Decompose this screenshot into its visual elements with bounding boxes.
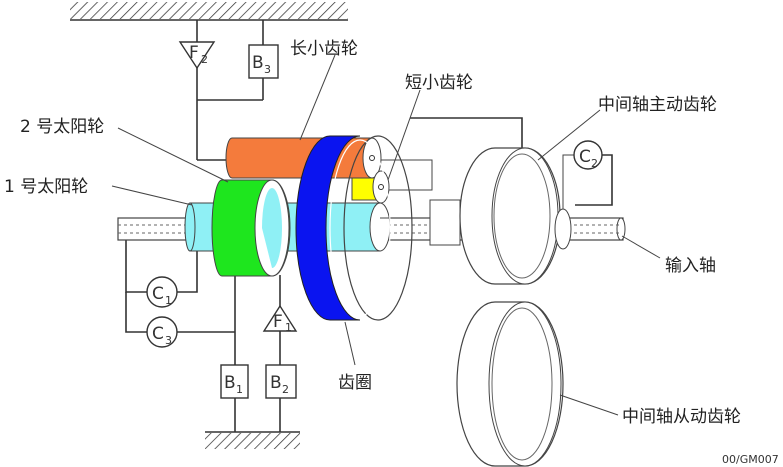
f2-b3-linkage (196, 20, 264, 161)
svg-text:3: 3 (165, 334, 172, 347)
svg-text:B: B (224, 373, 236, 393)
bottom-ground (205, 431, 300, 449)
svg-text:C: C (152, 324, 164, 344)
svg-text:C: C (152, 284, 164, 304)
f2-one-way-clutch: F 2 (178, 41, 216, 70)
svg-text:1: 1 (285, 321, 292, 334)
svg-text:2: 2 (282, 383, 289, 396)
label-countershaft-drive-gear: 中间轴主动齿轮 (598, 95, 717, 115)
svg-text:F: F (189, 43, 199, 63)
b3-brake: B 3 (248, 44, 279, 79)
svg-text:B: B (270, 373, 282, 393)
label-countershaft-driven-gear: 中间轴从动齿轮 (622, 407, 741, 427)
svg-text:2: 2 (591, 157, 598, 170)
carrier-linkage (372, 117, 523, 191)
figure-code: 00/GM007 (722, 453, 779, 466)
b2-brake: B 2 (265, 364, 297, 399)
label-input-shaft: 输入轴 (665, 256, 716, 276)
svg-text:1: 1 (236, 383, 243, 396)
label-sun-gear-1: 1 号太阳轮 (4, 177, 88, 197)
c3-clutch: C 3 (146, 316, 178, 348)
c2-clutch: C 2 (562, 140, 613, 209)
svg-text:1: 1 (165, 294, 172, 307)
countershaft-driven-gear (456, 301, 564, 467)
c1-clutch: C 1 (146, 276, 178, 308)
label-long-pinion: 长小齿轮 (290, 39, 358, 59)
sun-gear-2 (211, 179, 291, 277)
svg-text:2: 2 (201, 53, 208, 66)
f1-one-way-clutch: F 1 (262, 304, 298, 334)
svg-text:B: B (252, 53, 264, 73)
b1-brake: B 1 (220, 364, 249, 399)
c1-c3-linkage (125, 240, 281, 432)
svg-text:3: 3 (264, 63, 271, 76)
ring-gear (295, 135, 413, 321)
svg-text:F: F (273, 312, 283, 332)
leader-lines (111, 54, 661, 416)
label-sun-gear-2: 2 号太阳轮 (20, 117, 104, 137)
label-ring-gear: 齿圈 (338, 373, 372, 393)
label-short-pinion: 短小齿轮 (405, 73, 473, 93)
top-ground (70, 2, 348, 21)
countershaft-drive-gear (429, 147, 572, 285)
svg-text:C: C (579, 147, 591, 167)
